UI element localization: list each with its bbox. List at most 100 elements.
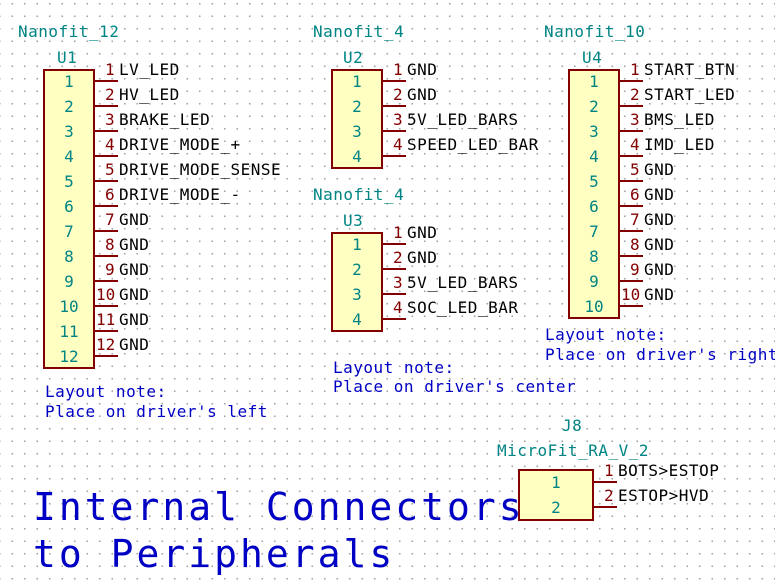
u1-pin-7-body-number: 7 xyxy=(64,222,74,241)
u4-pin-5-wire[interactable] xyxy=(619,180,643,182)
u2-pin-4-body-number: 4 xyxy=(352,147,362,166)
u3-pin-4-signal-label: SOC_LED_BAR xyxy=(407,298,519,317)
j8-pin-1-number: 1 xyxy=(604,461,614,480)
u4-pin-9-number: 9 xyxy=(630,260,640,279)
u4-reference: U4 xyxy=(582,48,603,67)
u3-reference: U3 xyxy=(343,211,364,230)
u3-pin-1-signal-label: GND xyxy=(407,223,438,242)
j8-pin-2-signal-label: ESTOP>HVD xyxy=(618,486,710,505)
u4-pin-3-body-number: 3 xyxy=(589,122,599,141)
u1-pin-12-body-number: 12 xyxy=(59,347,79,366)
u2-connector-body[interactable] xyxy=(331,69,383,169)
u4-pin-8-signal-label: GND xyxy=(644,235,675,254)
u1-value: Nanofit_12 xyxy=(18,22,120,41)
u1-pin-11-wire[interactable] xyxy=(94,330,118,332)
u1-pin-3-signal-label: BRAKE_LED xyxy=(119,110,211,129)
j8-pin-1-body-number: 1 xyxy=(551,473,561,492)
u4-pin-6-wire[interactable] xyxy=(619,205,643,207)
u3-pin-1-wire[interactable] xyxy=(382,243,406,245)
u1-pin-7-number: 7 xyxy=(105,210,115,229)
u1-pin-10-wire[interactable] xyxy=(94,305,118,307)
j8-pin-2-wire[interactable] xyxy=(593,506,617,508)
u3-pin-2-number: 2 xyxy=(393,248,403,267)
u4-pin-3-wire[interactable] xyxy=(619,130,643,132)
u4-pin-7-signal-label: GND xyxy=(644,210,675,229)
u4-pin-4-number: 4 xyxy=(630,135,640,154)
u3-connector-body[interactable] xyxy=(331,232,383,332)
u1-layout-note-heading: Layout note: xyxy=(45,382,167,401)
u1-pin-6-wire[interactable] xyxy=(94,205,118,207)
u4-pin-10-number: 10 xyxy=(621,285,641,304)
u2-pin-1-number: 1 xyxy=(393,60,403,79)
u4-pin-3-number: 3 xyxy=(630,110,640,129)
u4-pin-5-signal-label: GND xyxy=(644,160,675,179)
u1-pin-1-number: 1 xyxy=(105,60,115,79)
u4-pin-7-body-number: 7 xyxy=(589,222,599,241)
u4-layout-note-text: Place on driver's right xyxy=(545,345,775,364)
u3-value: Nanofit_4 xyxy=(313,185,405,204)
u3-pin-1-number: 1 xyxy=(393,223,403,242)
u4-pin-9-wire[interactable] xyxy=(619,280,643,282)
u4-connector-body[interactable] xyxy=(568,69,620,319)
sheet-title-line-2: to Peripherals xyxy=(33,532,396,576)
u3-pin-1-body-number: 1 xyxy=(352,235,362,254)
u4-pin-6-signal-label: GND xyxy=(644,185,675,204)
u4-pin-4-signal-label: IMD_LED xyxy=(644,135,715,154)
u1-pin-10-number: 10 xyxy=(96,285,116,304)
u1-pin-10-body-number: 10 xyxy=(59,297,79,316)
u1-pin-12-wire[interactable] xyxy=(94,355,118,357)
u2-pin-1-body-number: 1 xyxy=(352,72,362,91)
u1-pin-4-signal-label: DRIVE_MODE_+ xyxy=(119,135,241,154)
u1-pin-7-signal-label: GND xyxy=(119,210,150,229)
u2-pin-4-wire[interactable] xyxy=(382,155,406,157)
u1-pin-8-wire[interactable] xyxy=(94,255,118,257)
u4-pin-1-wire[interactable] xyxy=(619,80,643,82)
j8-pin-1-wire[interactable] xyxy=(593,481,617,483)
u1-pin-1-wire[interactable] xyxy=(94,80,118,82)
u1-pin-5-wire[interactable] xyxy=(94,180,118,182)
j8-connector-body[interactable] xyxy=(518,469,594,521)
u1-pin-2-wire[interactable] xyxy=(94,105,118,107)
u1-pin-9-wire[interactable] xyxy=(94,280,118,282)
u1-pin-9-number: 9 xyxy=(105,260,115,279)
u4-pin-2-number: 2 xyxy=(630,85,640,104)
u2-pin-2-body-number: 2 xyxy=(352,97,362,116)
u1-connector-body[interactable] xyxy=(43,69,95,369)
u4-pin-10-wire[interactable] xyxy=(619,305,643,307)
u4-pin-8-body-number: 8 xyxy=(589,247,599,266)
u1-pin-4-wire[interactable] xyxy=(94,155,118,157)
u2-pin-3-wire[interactable] xyxy=(382,130,406,132)
u4-pin-3-signal-label: BMS_LED xyxy=(644,110,715,129)
u1-pin-3-body-number: 3 xyxy=(64,122,74,141)
u2-pin-3-body-number: 3 xyxy=(352,122,362,141)
u2-pin-2-wire[interactable] xyxy=(382,105,406,107)
u1-pin-2-number: 2 xyxy=(105,85,115,104)
u1-pin-8-body-number: 8 xyxy=(64,247,74,266)
u1-pin-7-wire[interactable] xyxy=(94,230,118,232)
u1-pin-10-signal-label: GND xyxy=(119,285,150,304)
u4-pin-5-number: 5 xyxy=(630,160,640,179)
u3-pin-3-signal-label: 5V_LED_BARS xyxy=(407,273,519,292)
u4-layout-note-heading: Layout note: xyxy=(545,325,667,344)
u4-pin-6-body-number: 6 xyxy=(589,197,599,216)
u4-pin-8-number: 8 xyxy=(630,235,640,254)
j8-value: MicroFit_RA_V_2 xyxy=(497,441,649,460)
u2-pin-1-wire[interactable] xyxy=(382,80,406,82)
u4-pin-2-body-number: 2 xyxy=(589,97,599,116)
u4-pin-8-wire[interactable] xyxy=(619,255,643,257)
u3-pin-3-wire[interactable] xyxy=(382,293,406,295)
u4-pin-9-signal-label: GND xyxy=(644,260,675,279)
u1-pin-8-number: 8 xyxy=(105,235,115,254)
u3-layout-note-text: Place on driver's center xyxy=(333,377,577,396)
u2-pin-2-number: 2 xyxy=(393,85,403,104)
u4-pin-2-wire[interactable] xyxy=(619,105,643,107)
u1-pin-6-body-number: 6 xyxy=(64,197,74,216)
u2-reference: U2 xyxy=(343,48,364,67)
u3-pin-4-wire[interactable] xyxy=(382,318,406,320)
u4-pin-4-wire[interactable] xyxy=(619,155,643,157)
u4-pin-10-body-number: 10 xyxy=(584,297,604,316)
u4-pin-7-wire[interactable] xyxy=(619,230,643,232)
u1-pin-3-wire[interactable] xyxy=(94,130,118,132)
u3-pin-2-wire[interactable] xyxy=(382,268,406,270)
u4-pin-1-signal-label: START_BTN xyxy=(644,60,736,79)
